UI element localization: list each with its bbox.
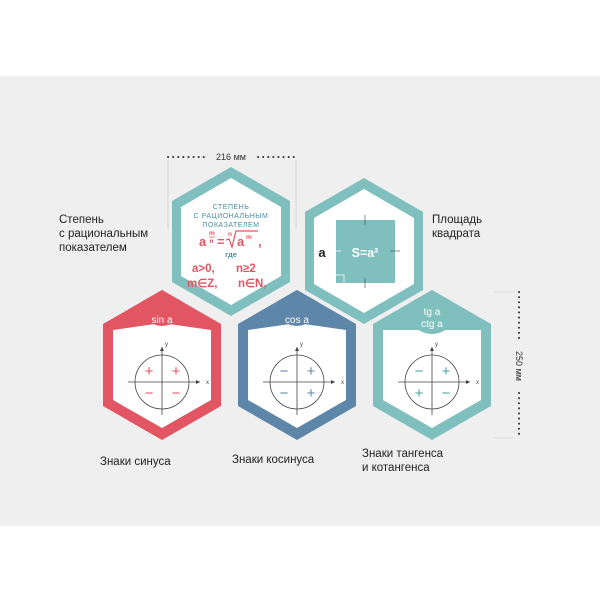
formula-root-index: n bbox=[228, 231, 232, 238]
square-formula: S=a² bbox=[352, 246, 379, 260]
power-cond-nn: n∈N, bbox=[238, 278, 267, 290]
formula-exp-den: n bbox=[210, 238, 214, 245]
sine-label: Знаки синуса bbox=[100, 456, 171, 468]
power-title-line1: СТЕПЕНЬ bbox=[213, 204, 250, 211]
power-cond-n: n≥2 bbox=[236, 263, 256, 275]
square-side-label: a bbox=[318, 245, 326, 260]
power-cond-m: m∈Z, bbox=[187, 278, 217, 290]
height-dimension-label: 250 мм bbox=[514, 351, 524, 381]
cosine-label: Знаки косинуса bbox=[232, 454, 315, 466]
cosine-axis-x: x bbox=[341, 380, 344, 386]
square-label-line2: квадрата bbox=[432, 228, 481, 240]
tangent-label-line2: и котангенса bbox=[362, 462, 430, 474]
power-label-line3: показателем bbox=[59, 242, 127, 254]
width-dimension: 216 мм bbox=[167, 152, 297, 230]
square-label-line1: Площадь bbox=[432, 214, 482, 226]
square-card: S=a² a bbox=[305, 178, 423, 324]
sine-unit-circle bbox=[134, 354, 190, 410]
cosine-q1: + bbox=[307, 363, 316, 380]
tangent-tab bbox=[408, 290, 456, 334]
tangent-tab-line2: ctg a bbox=[421, 319, 443, 330]
power-label-line2: с рациональным bbox=[59, 228, 148, 240]
power-label-line1: Степень bbox=[59, 214, 104, 226]
tangent-q2: − bbox=[415, 363, 424, 380]
sine-q2: + bbox=[145, 363, 154, 380]
tangent-unit-circle bbox=[404, 354, 460, 410]
sine-q4: − bbox=[172, 385, 181, 402]
right-angle-mark bbox=[336, 274, 345, 283]
cosine-q3: − bbox=[280, 385, 289, 402]
power-cond-a: a>0, bbox=[192, 263, 215, 275]
cosine-card: cos a x y + − − + bbox=[238, 290, 356, 440]
sine-axis-y: y bbox=[165, 342, 168, 348]
formula-eq: = bbox=[217, 234, 225, 249]
power-where: где bbox=[225, 250, 237, 259]
cosine-tab-label: cos a bbox=[285, 315, 309, 326]
formula-exp-num: m bbox=[209, 230, 215, 237]
tangent-tab-line1: tg a bbox=[424, 307, 441, 318]
cosine-q2: − bbox=[280, 363, 289, 380]
tangent-q4: − bbox=[442, 385, 451, 402]
tangent-q1: + bbox=[442, 363, 451, 380]
radical-sign bbox=[225, 230, 258, 250]
tangent-q3: + bbox=[415, 385, 424, 402]
square-shape bbox=[336, 220, 395, 283]
cosine-q4: + bbox=[307, 385, 316, 402]
sine-q1: + bbox=[172, 363, 181, 380]
formula-base: a bbox=[199, 234, 207, 249]
sine-q3: − bbox=[145, 385, 154, 402]
formula-radicand-exp: m bbox=[246, 234, 252, 241]
height-dimension: 250 мм bbox=[493, 291, 524, 439]
power-formula: a m n = n a m , bbox=[199, 230, 262, 250]
cosine-axis-y: y bbox=[300, 342, 303, 348]
power-card-face bbox=[181, 178, 281, 305]
cosine-unit-circle bbox=[269, 354, 325, 410]
width-dimension-label: 216 мм bbox=[216, 152, 246, 162]
formula-comma: , bbox=[258, 234, 262, 249]
tangent-axis-y: y bbox=[435, 342, 438, 348]
power-title-line2: С РАЦИОНАЛЬНЫМ bbox=[194, 213, 269, 220]
sine-card: sin a x y + + − − bbox=[103, 290, 221, 440]
tangent-label-line1: Знаки тангенса bbox=[362, 448, 444, 460]
power-title-line3: ПОКАЗАТЕЛЕМ bbox=[202, 222, 259, 229]
sine-axis-x: x bbox=[206, 380, 209, 386]
power-card: СТЕПЕНЬ С РАЦИОНАЛЬНЫМ ПОКАЗАТЕЛЕМ a m n… bbox=[172, 167, 290, 316]
tangent-axis-x: x bbox=[476, 380, 479, 386]
sine-tab-label: sin a bbox=[151, 315, 173, 326]
formula-radicand: a bbox=[237, 234, 245, 249]
tangent-card: tg a ctg a x y + − + − bbox=[373, 290, 491, 440]
